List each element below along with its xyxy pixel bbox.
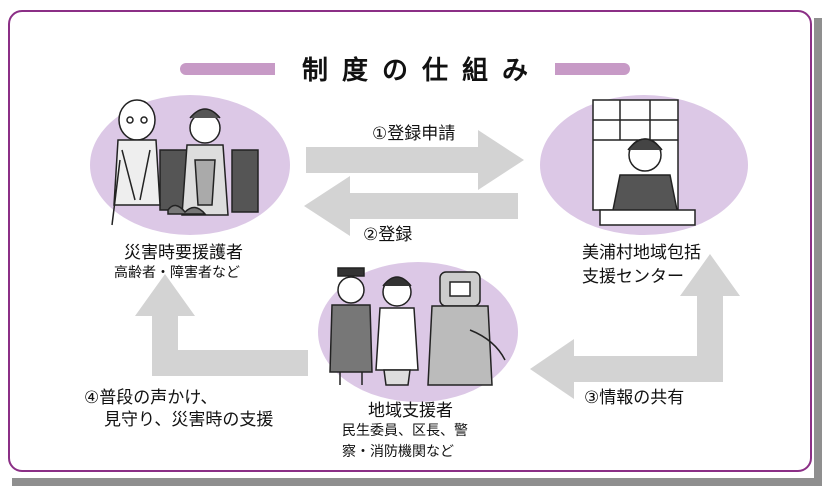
arrow-label-support-line2: 見守り、災害時の支援 xyxy=(104,410,274,430)
community-responders-illustration xyxy=(329,267,506,386)
frame-shadow-right xyxy=(814,18,822,486)
arrow-label-register-request: ①登録申請 xyxy=(372,124,456,144)
right-node-name-line1: 美浦村地域包括 xyxy=(582,243,701,263)
arrow-register-request xyxy=(306,130,524,190)
elderly-couple-illustration xyxy=(111,99,259,226)
arrow-label-register: ②登録 xyxy=(363,225,413,245)
bottom-node-name: 地域支援者 xyxy=(368,401,453,421)
left-node-name: 災害時要援護者 xyxy=(124,243,243,263)
arrow-register xyxy=(304,176,518,236)
left-node-subtitle: 高齢者・障害者など xyxy=(114,265,240,281)
diagram-title: 制度の仕組み xyxy=(275,56,555,86)
arrow-label-share-info: ③情報の共有 xyxy=(584,388,685,408)
frame-shadow-bottom xyxy=(12,478,822,486)
staff-at-desk-illustration xyxy=(592,99,696,226)
arrow-label-support-line1: ④普段の声かけ、 xyxy=(84,388,218,408)
arrow-share-info xyxy=(530,254,740,399)
arrow-support xyxy=(135,274,308,376)
right-node-name-line2: 支援センター xyxy=(582,267,684,287)
bottom-node-subtitle-line1: 民生委員、区長、警 xyxy=(342,423,468,439)
bottom-node-subtitle-line2: 察・消防機関など xyxy=(342,444,454,460)
